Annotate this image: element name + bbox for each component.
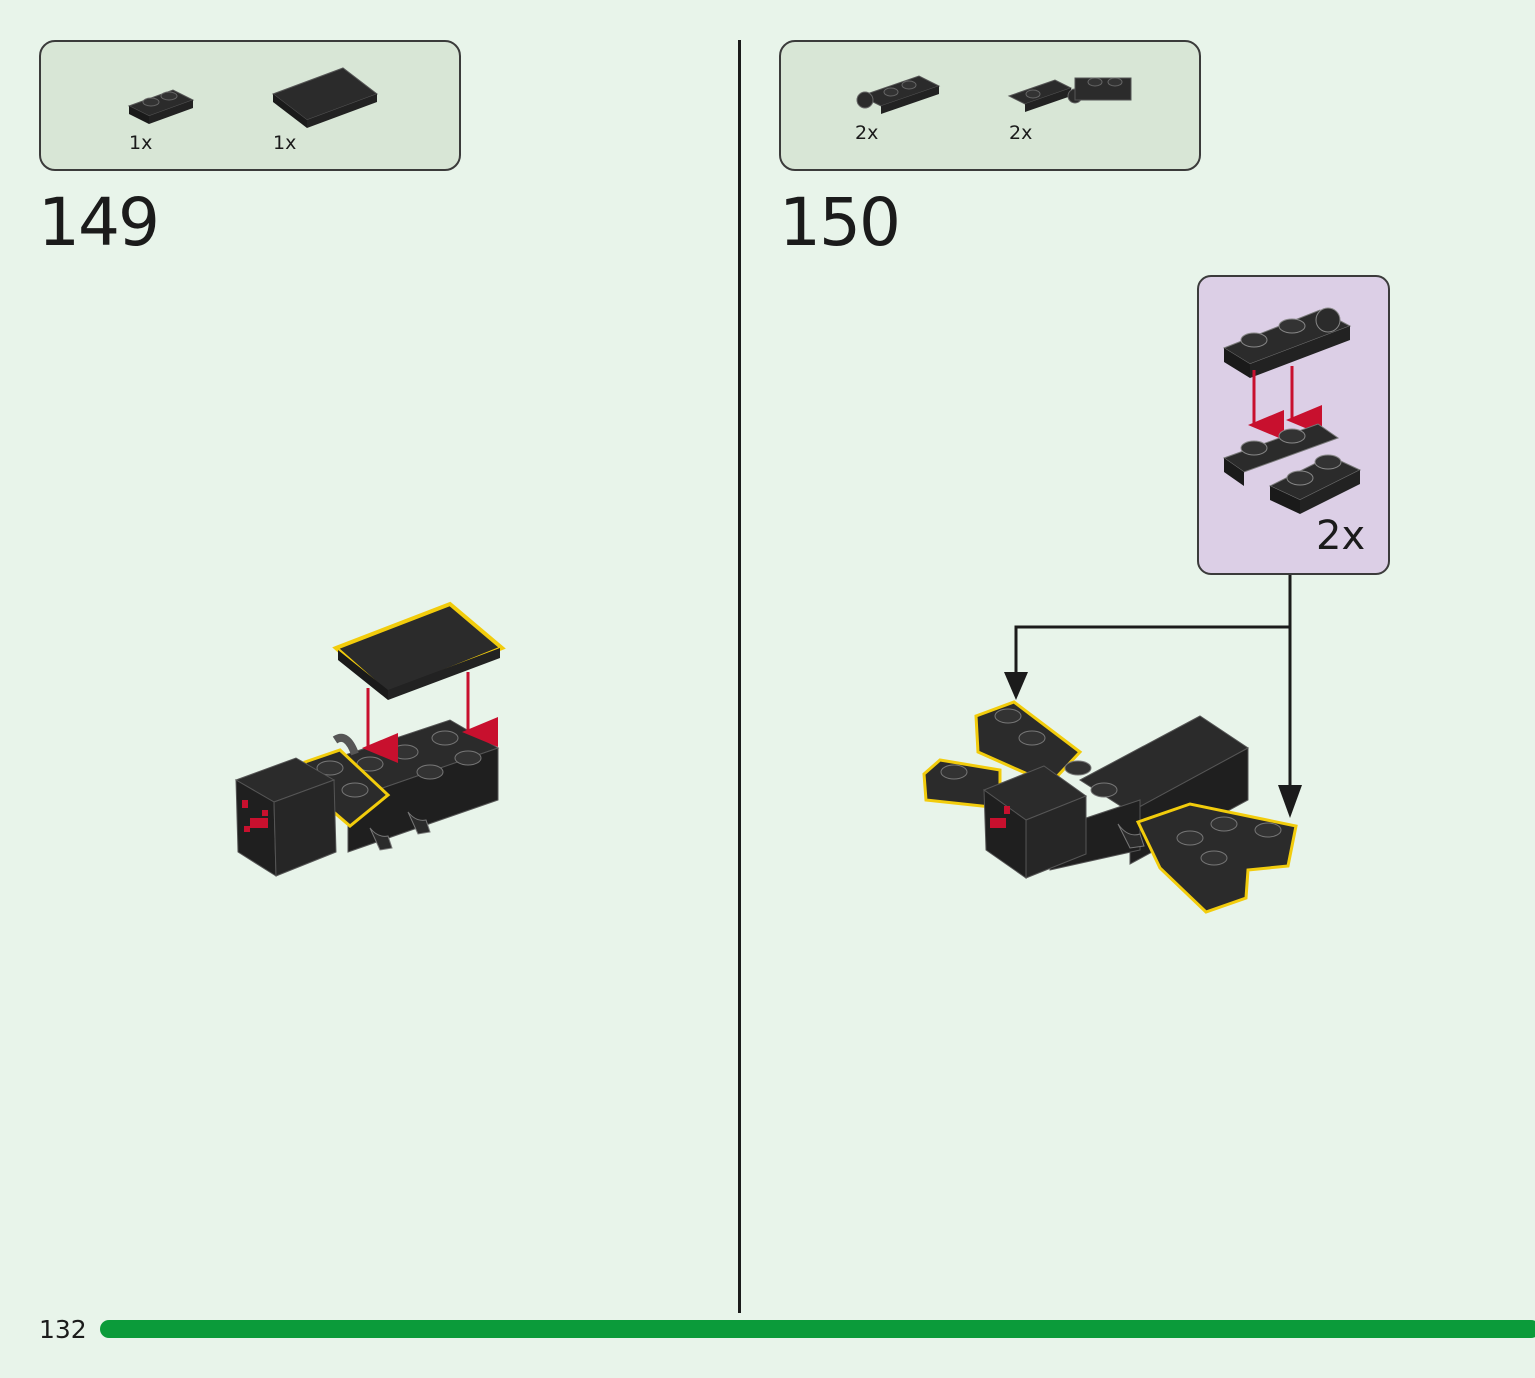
part-quantity: 1x [273, 132, 297, 154]
step-149-model [234, 601, 506, 877]
parts-box-step-149: 1x 1x [39, 40, 461, 171]
step-150-model [922, 700, 1298, 914]
parts-box-step-150: 2x 2x [779, 40, 1201, 171]
tile-2x4-icon [271, 67, 379, 128]
part-quantity: 2x [855, 122, 879, 144]
plate-1x2-icon [127, 89, 195, 124]
parts-art-150 [856, 75, 1132, 114]
connector-arrows [1004, 575, 1302, 818]
hinge-plate-1x2-icon [856, 75, 941, 114]
parts-art-149 [127, 67, 379, 128]
page-divider [738, 40, 741, 1313]
step-number: 149 [38, 184, 160, 261]
page-number: 132 [39, 1315, 87, 1344]
part-quantity: 2x [1009, 122, 1033, 144]
hinge-plate-1x2-pair-icon [1007, 77, 1132, 112]
progress-bar [100, 1320, 1535, 1338]
subassembly-art [1222, 307, 1362, 514]
step-number: 150 [779, 184, 901, 261]
part-quantity: 1x [129, 132, 153, 154]
subassembly-quantity: 2x [1316, 513, 1366, 559]
